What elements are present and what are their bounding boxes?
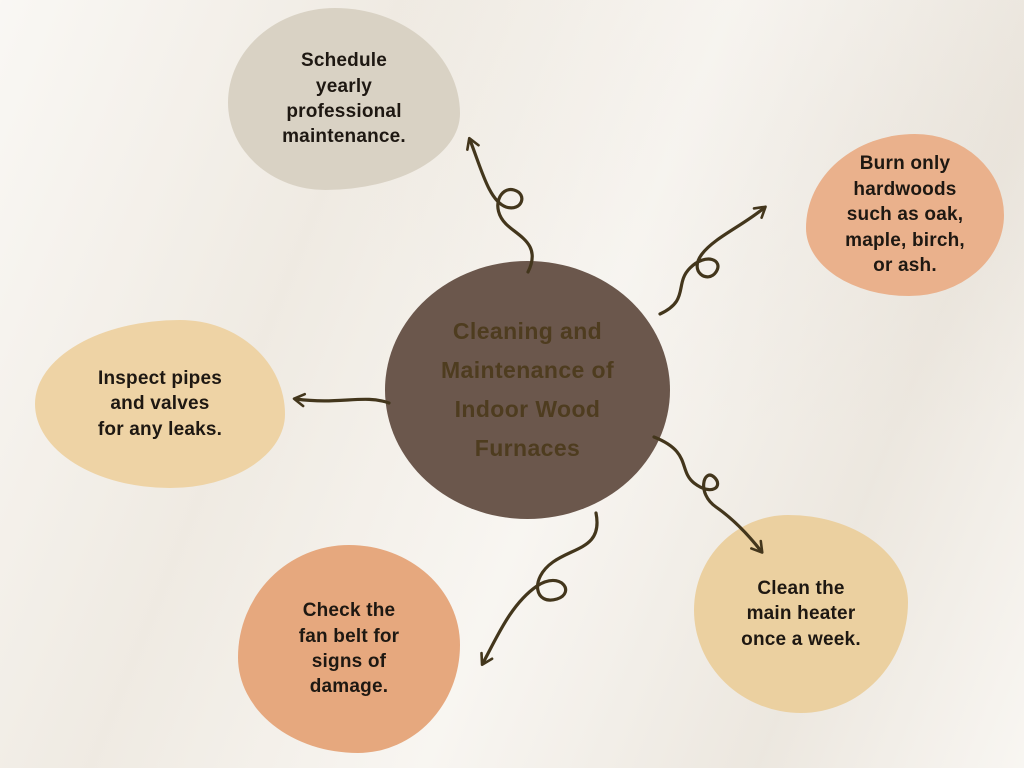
- node-check-fan-belt-label: Check the fan belt for signs of damage.: [298, 600, 400, 698]
- node-inspect-pipes: Inspect pipes and valves for any leaks.: [35, 320, 285, 488]
- node-clean-heater: Clean the main heater once a week.: [694, 515, 908, 713]
- arrow-center-to-hardwoods: [658, 205, 767, 316]
- center-topic-title: Cleaning and Maintenance of Indoor Wood …: [440, 317, 614, 462]
- arrow-center-to-pipes: [292, 392, 391, 408]
- arrow-center-to-schedule: [466, 136, 534, 274]
- node-inspect-pipes-label: Inspect pipes and valves for any leaks.: [97, 367, 223, 440]
- node-burn-hardwoods-label: Burn only hardwoods such as oak, maple, …: [845, 153, 965, 277]
- node-check-fan-belt: Check the fan belt for signs of damage.: [238, 545, 460, 753]
- node-burn-hardwoods: Burn only hardwoods such as oak, maple, …: [806, 134, 1004, 296]
- node-schedule-maintenance-label: Schedule yearly professional maintenance…: [282, 50, 406, 148]
- node-clean-heater-label: Clean the main heater once a week.: [741, 577, 861, 650]
- arrow-center-to-fan-belt: [480, 511, 599, 667]
- center-topic-bubble: Cleaning and Maintenance of Indoor Wood …: [385, 261, 670, 519]
- node-schedule-maintenance: Schedule yearly professional maintenance…: [228, 8, 460, 190]
